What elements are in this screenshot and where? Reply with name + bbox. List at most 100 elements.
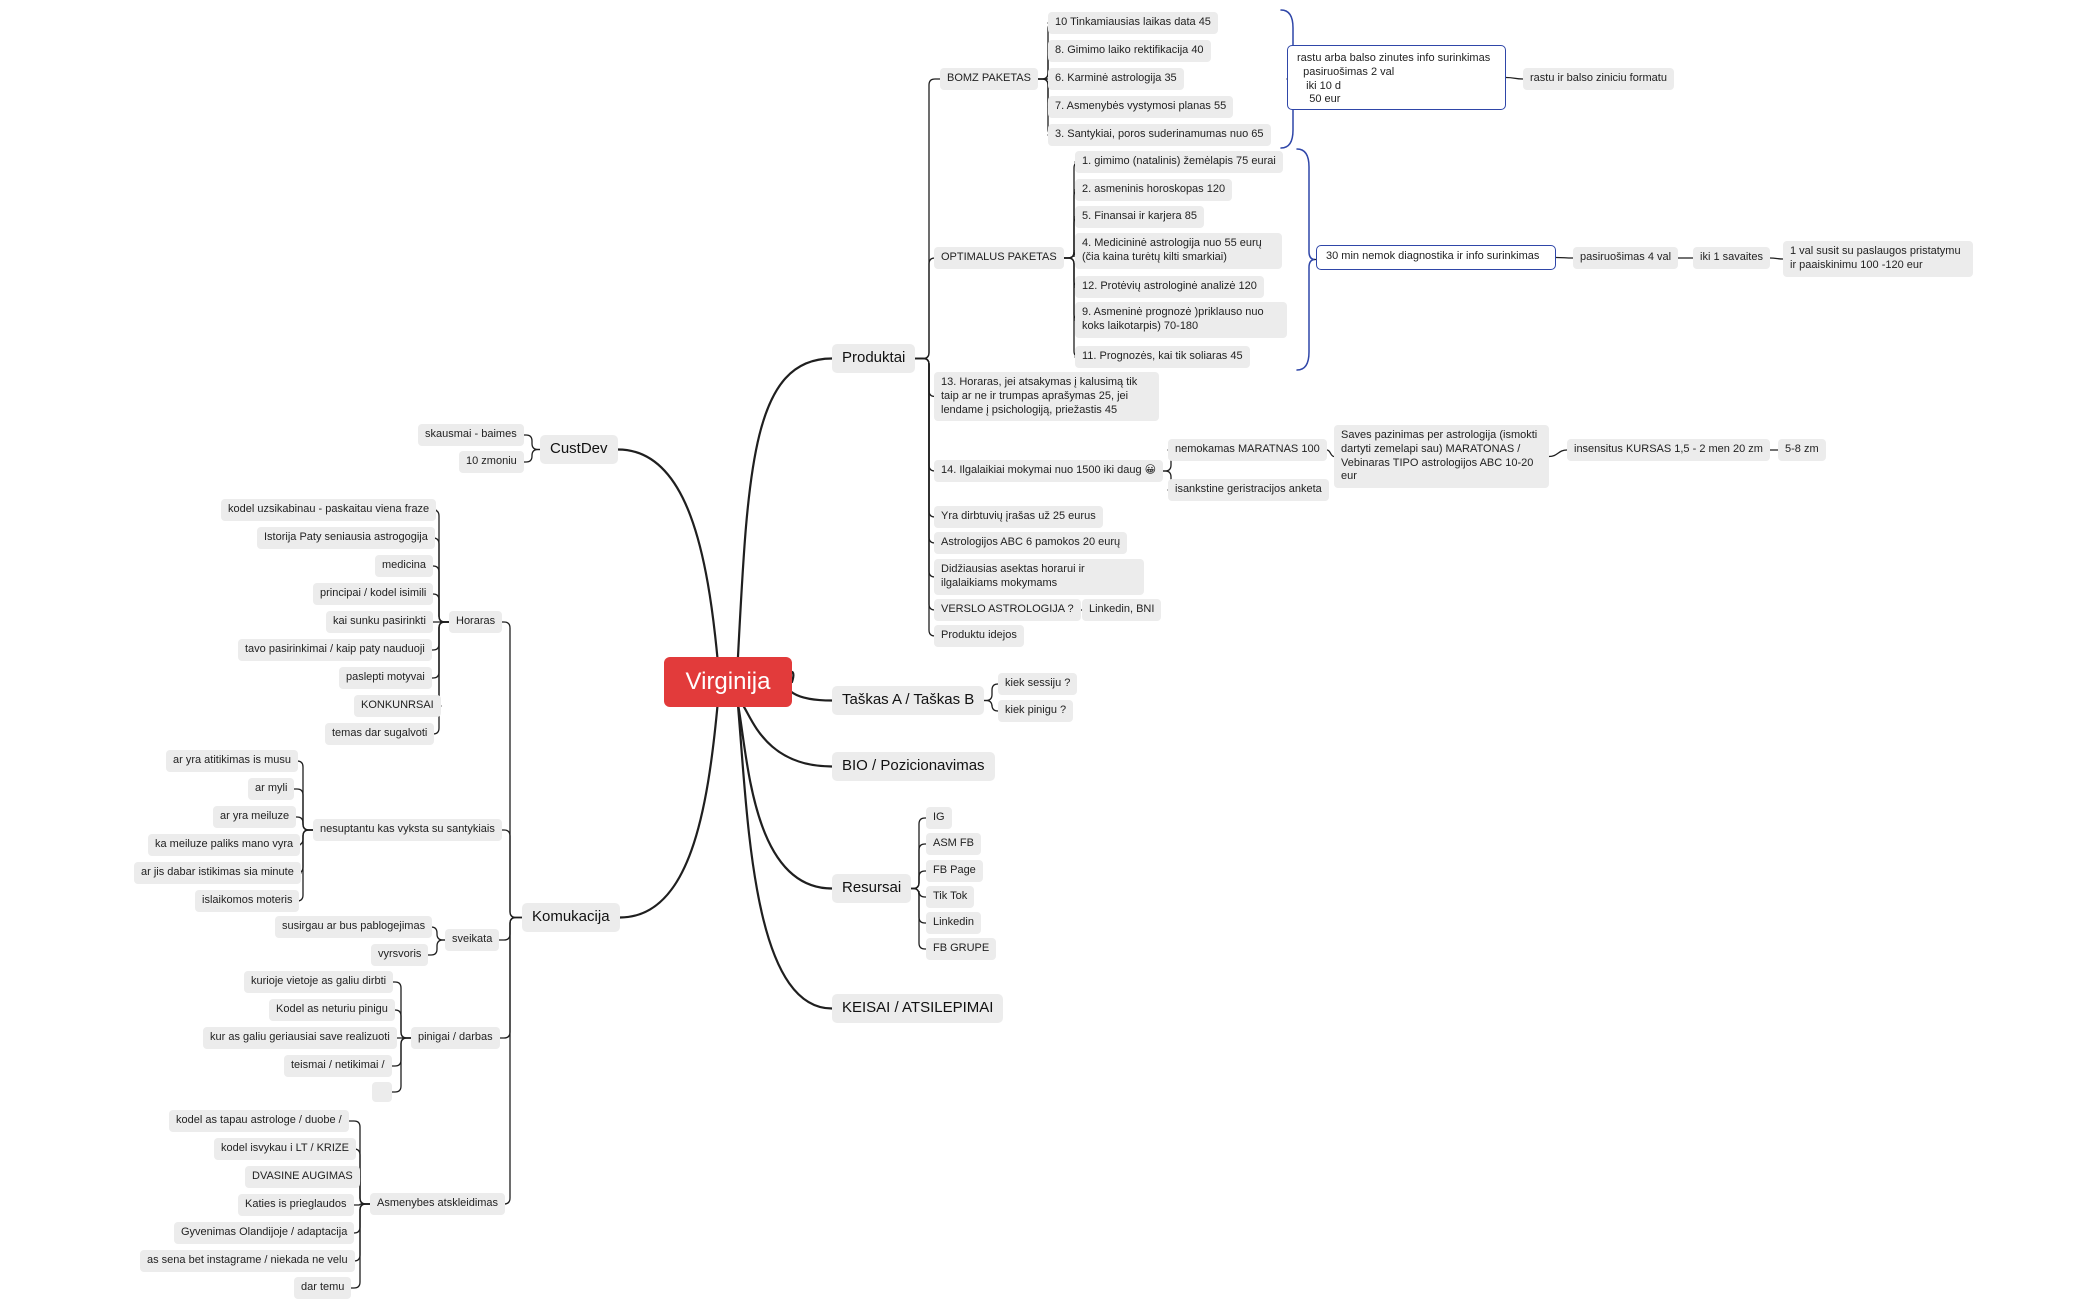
santykiai-item[interactable]: ar jis dabar istikimas sia minute (134, 862, 301, 884)
optimalus-item[interactable]: 12. Protėvių astrologinė analizė 120 (1075, 276, 1264, 298)
connector (914, 357, 936, 472)
horaras-item[interactable]: principai / kodel isimili (313, 583, 434, 605)
horaras-item[interactable]: tavo pasirinkimai / kaip paty nauduoji (238, 639, 432, 661)
produkt-zm[interactable]: 5-8 zm (1778, 439, 1826, 461)
asmenybes-item[interactable]: Katies is prieglaudos (238, 1194, 354, 1216)
bomz-paketas[interactable]: BOMZ PAKETAS (940, 68, 1038, 90)
produkt-saves[interactable]: Saves pazinimas per astrologija (ismokti… (1334, 425, 1549, 488)
bomz-summary-format[interactable]: rastu ir balso ziniciu formatu (1523, 68, 1674, 90)
connector (616, 448, 719, 663)
horaras-item[interactable]: paslepti motyvai (339, 667, 432, 689)
horaras-item[interactable]: medicina (375, 555, 434, 577)
produkt-horaras[interactable]: 13. Horaras, jei atsakymas į kalusimą ti… (934, 372, 1159, 422)
produkt-anketa[interactable]: isankstine geristracijos anketa (1168, 479, 1329, 501)
connector (523, 448, 541, 463)
root-node[interactable]: Virginija (664, 657, 792, 707)
bomz-summary[interactable]: rastu arba balso zinutes info surinkimas… (1287, 45, 1506, 110)
komukacija-pinigai[interactable]: pinigai / darbas (411, 1027, 500, 1049)
horaras-item[interactable]: Istorija Paty seniausia astrogogija (257, 527, 435, 549)
asmenybes-item[interactable]: DVASINE AUGIMAS (245, 1166, 360, 1188)
komukacija-sveikata[interactable]: sveikata (445, 929, 500, 951)
komukacija-horaras[interactable]: Horaras (449, 611, 503, 633)
optimalus-item[interactable]: 9. Asmeninė prognozė )priklauso nuo koks… (1075, 302, 1287, 338)
sveikata-item[interactable]: vyrsvoris (371, 944, 429, 966)
connector (914, 357, 936, 637)
pinigai-item[interactable]: Kodel as neturiu pinigu (269, 999, 395, 1021)
pinigai-item[interactable]: teismai / netikimai / (284, 1055, 392, 1077)
pinigai-item[interactable]: kur as galiu geriausiai save realizuoti (203, 1027, 397, 1049)
santykiai-item[interactable]: ar yra meiluze (213, 806, 297, 828)
asmenybes-item[interactable]: Gyvenimas Olandijoje / adaptacija (174, 1222, 355, 1244)
produkt-kursas[interactable]: insensitus KURSAS 1,5 - 2 men 20 zm (1567, 439, 1770, 461)
optimalus-paketas[interactable]: OPTIMALUS PAKETAS (934, 247, 1064, 269)
horaras-item[interactable]: KONKUNRSAI (354, 695, 441, 717)
resursai-item[interactable]: IG (926, 807, 952, 829)
santykiai-item[interactable]: ar myli (248, 778, 295, 800)
optimalus-item[interactable]: 2. asmeninis horoskopas 120 (1075, 179, 1233, 201)
optimalus-chain-1[interactable]: pasiruošimas 4 val (1573, 247, 1679, 269)
optimalus-item[interactable]: 11. Prognozės, kai tik soliaras 45 (1075, 346, 1250, 368)
custdev-item[interactable]: skausmai - baimes (418, 424, 524, 446)
asmenybes-item[interactable]: as sena bet instagrame / niekada ne velu (140, 1250, 355, 1272)
horaras-item[interactable]: temas dar sugalvoti (325, 723, 435, 745)
komukacija-asmenybes[interactable]: Asmenybes atskleidimas (370, 1193, 506, 1215)
produkt-maratonas[interactable]: nemokamas MARATNAS 100 (1168, 439, 1327, 461)
resursai-item[interactable]: Linkedin (926, 912, 981, 934)
bomz-item[interactable]: 10 Tinkamiausias laikas data 45 (1048, 12, 1218, 34)
resursai-item[interactable]: ASM FB (926, 833, 981, 855)
produkt-didziausias[interactable]: Didžiausias asektas horarui ir ilgalaiki… (934, 559, 1144, 595)
resursai-item[interactable]: Tik Tok (926, 886, 975, 908)
produkt-idejos[interactable]: Produktu idejos (934, 625, 1024, 647)
santykiai-item[interactable]: ka meiluze paliks mano vyra (148, 834, 301, 856)
branch-produktai[interactable]: Produktai (832, 344, 916, 373)
connector (736, 701, 834, 768)
taskas-item[interactable]: kiek sessiju ? (998, 673, 1078, 695)
bomz-item[interactable]: 6. Karminė astrologija 35 (1048, 68, 1184, 90)
connector (1555, 256, 1574, 259)
optimalus-chain-3[interactable]: 1 val susit su paslaugos pristatymu ir p… (1783, 241, 1973, 277)
branch-resursai[interactable]: Resursai (832, 874, 912, 903)
santykiai-item[interactable]: islaikomos moteris (195, 890, 300, 912)
connector (394, 1009, 412, 1039)
horaras-item[interactable]: kai sunku pasirinkti (326, 611, 433, 633)
connector (914, 357, 936, 398)
connector (350, 1203, 371, 1289)
branch-bio[interactable]: BIO / Pozicionavimas (832, 752, 995, 781)
branch-keisai[interactable]: KEISAI / ATSILEPIMAI (832, 994, 1004, 1023)
santykiai-item[interactable]: ar yra atitikimas is musu (166, 750, 298, 772)
custdev-item[interactable]: 10 zmoniu (459, 451, 524, 473)
branch-taskas[interactable]: Taškas A / Taškas B (832, 686, 985, 715)
produkt-linkedin-bni[interactable]: Linkedin, BNI (1082, 599, 1162, 621)
branch-komukacija[interactable]: Komukacija (522, 903, 620, 932)
taskas-item[interactable]: kiek pinigu ? (998, 700, 1074, 722)
komukacija-santykiai[interactable]: nesuptantu kas vyksta su santykiais (313, 819, 502, 841)
asmenybes-item[interactable]: kodel isvykau i LT / KRIZE (214, 1138, 356, 1160)
connector (353, 1203, 371, 1234)
produkt-dirbtuviu[interactable]: Yra dirbtuvių įrašas už 25 eurus (934, 506, 1103, 528)
horaras-item[interactable]: kodel uzsikabinau - paskaitau viena fraz… (221, 499, 437, 521)
resursai-item[interactable]: FB Page (926, 860, 983, 882)
pinigai-item-empty[interactable] (372, 1082, 392, 1102)
connector (914, 257, 936, 360)
produkt-verslo[interactable]: VERSLO ASTROLOGIJA ? (934, 599, 1081, 621)
produkt-ilgalaikiai[interactable]: 14. Ilgalaikiai mokymai nuo 1500 iki dau… (934, 460, 1164, 482)
bomz-item[interactable]: 3. Santykiai, poros suderinamumas nuo 65 (1048, 124, 1271, 146)
asmenybes-item[interactable]: kodel as tapau astrologe / duobe / (169, 1110, 349, 1132)
optimalus-chain-2[interactable]: iki 1 savaites (1693, 247, 1770, 269)
asmenybes-item[interactable]: dar temu (294, 1277, 352, 1299)
connector (1505, 76, 1524, 80)
branch-custdev[interactable]: CustDev (540, 435, 618, 464)
optimalus-item[interactable]: 1. gimimo (natalinis) žemėlapis 75 eurai (1075, 151, 1283, 173)
optimalus-summary[interactable]: 30 min nemok diagnostika ir info surinki… (1316, 245, 1556, 270)
connector (432, 537, 450, 623)
resursai-item[interactable]: FB GRUPE (926, 938, 997, 960)
pinigai-item[interactable]: kurioje vietoje as galiu dirbti (244, 971, 394, 993)
sveikata-item[interactable]: susirgau ar bus pablogejimas (275, 916, 433, 938)
connector (914, 357, 936, 518)
bomz-item[interactable]: 7. Asmenybės vystymosi planas 55 (1048, 96, 1234, 118)
connector (503, 916, 523, 1205)
optimalus-item[interactable]: 5. Finansai ir karjera 85 (1075, 206, 1204, 228)
bomz-item[interactable]: 8. Gimimo laiko rektifikacija 40 (1048, 40, 1211, 62)
optimalus-item[interactable]: 4. Medicininė astrologija nuo 55 eurų (č… (1075, 233, 1282, 269)
produkt-abc[interactable]: Astrologijos ABC 6 pamokos 20 eurų (934, 532, 1128, 554)
